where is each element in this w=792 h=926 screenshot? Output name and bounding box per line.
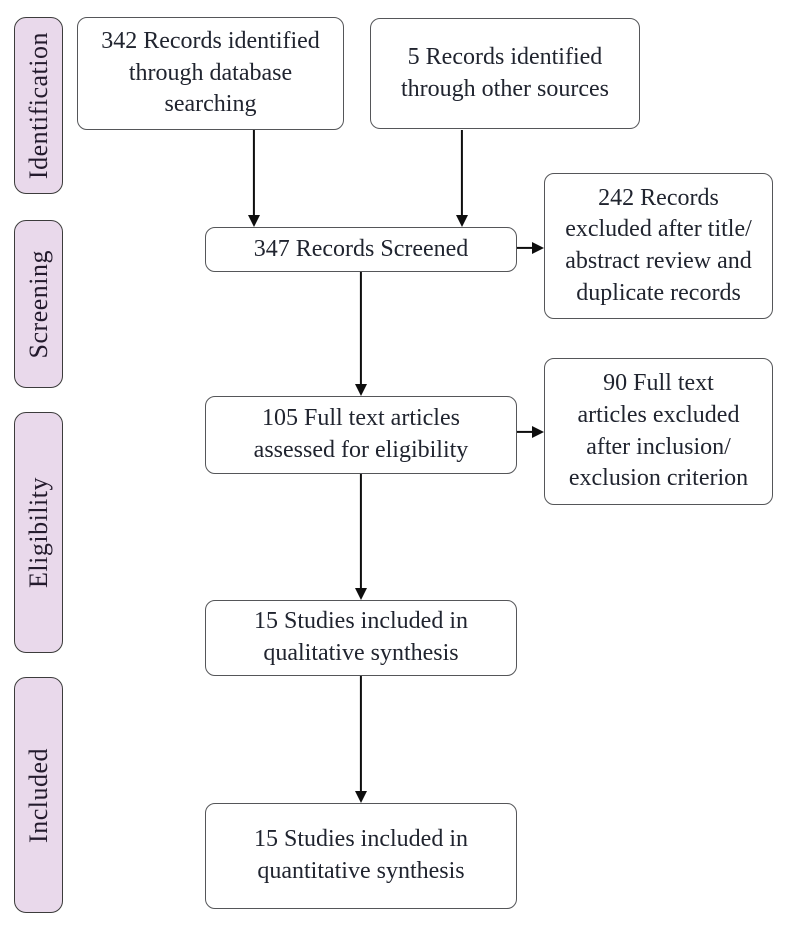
node-records-screened-label: 347 Records Screened	[253, 235, 469, 262]
arrow-head-down-icon	[355, 384, 367, 396]
stage-eligibility: Eligibility	[14, 412, 63, 653]
node-records-excluded-label: 242 Records excluded after title/ abstra…	[565, 184, 752, 306]
node-qualitative-synthesis-label: 15 Studies included in qualitative synth…	[254, 608, 468, 666]
node-qualitative-synthesis: 15 Studies included in qualitative synth…	[205, 600, 517, 676]
arrow-line	[252, 130, 256, 216]
node-records-excluded: 242 Records excluded after title/ abstra…	[544, 173, 773, 319]
arrow-head-down-icon	[248, 215, 260, 227]
arrow-head-down-icon	[355, 791, 367, 803]
arrow-fulltext-to-excluded	[517, 425, 544, 439]
node-quantitative-synthesis-label: 15 Studies included in quantitative synt…	[254, 826, 468, 884]
stage-screening: Screening	[14, 220, 63, 388]
node-quantitative-synthesis: 15 Studies included in quantitative synt…	[205, 803, 517, 909]
arrow-screened-to-excluded	[517, 241, 544, 255]
arrow-screened-to-fulltext	[354, 272, 368, 396]
node-records-identified-database: 342 Records identified through database …	[77, 17, 344, 130]
stage-identification: Identification	[14, 17, 63, 194]
stage-identification-label: Identification	[23, 31, 53, 180]
node-fulltext-assessed-label: 105 Full text articles assessed for elig…	[253, 405, 469, 463]
arrow-line	[359, 676, 363, 792]
node-records-identified-database-label: 342 Records identified through database …	[101, 27, 320, 118]
arrow-other-sources-to-screened	[455, 130, 469, 227]
node-fulltext-excluded-label: 90 Full text articles excluded after inc…	[568, 370, 749, 492]
stage-eligibility-label: Eligibility	[23, 477, 53, 588]
arrow-head-down-icon	[456, 215, 468, 227]
arrow-head-right-icon	[532, 426, 544, 438]
arrow-fulltext-to-qualitative	[354, 474, 368, 600]
arrow-qualitative-to-quantitative	[354, 676, 368, 803]
stage-included-label: Included	[23, 747, 53, 843]
arrow-database-to-screened	[247, 130, 261, 227]
node-records-screened: 347 Records Screened	[205, 227, 517, 272]
stage-screening-label: Screening	[23, 249, 53, 359]
node-records-identified-other-sources: 5 Records identified through other sourc…	[370, 18, 640, 129]
node-fulltext-assessed: 105 Full text articles assessed for elig…	[205, 396, 517, 474]
arrow-line	[359, 272, 363, 385]
node-records-identified-other-sources-label: 5 Records identified through other sourc…	[401, 43, 609, 102]
arrow-line	[460, 130, 464, 216]
stage-included: Included	[14, 677, 63, 913]
arrow-head-down-icon	[355, 588, 367, 600]
node-fulltext-excluded: 90 Full text articles excluded after inc…	[544, 358, 773, 505]
arrow-line	[517, 246, 533, 250]
arrow-line	[517, 430, 533, 434]
arrow-line	[359, 474, 363, 589]
arrow-head-right-icon	[532, 242, 544, 254]
